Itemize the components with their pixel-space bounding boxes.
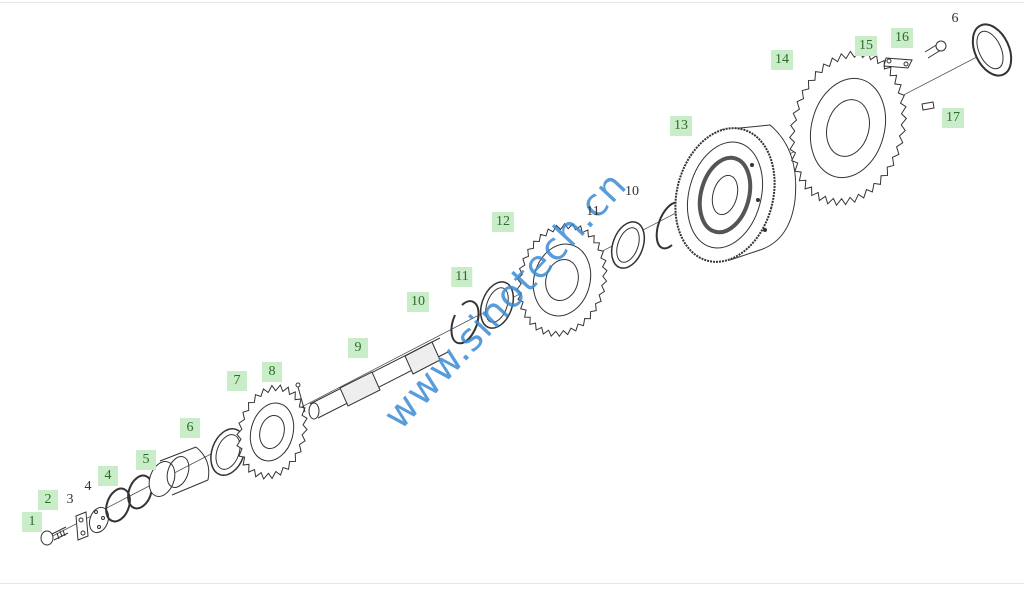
callout-4-plain: 4 bbox=[84, 479, 92, 494]
callout-15: 15 bbox=[855, 36, 877, 56]
part-13-clutch-drum bbox=[674, 124, 797, 263]
gear-hub bbox=[249, 402, 295, 462]
part-6-bearing-second bbox=[971, 23, 1013, 77]
callout-5: 5 bbox=[136, 450, 156, 470]
part-11-bearing bbox=[479, 281, 515, 329]
callout-17: 17 bbox=[942, 108, 964, 128]
part-11-bearing-second bbox=[610, 221, 646, 269]
gear-teeth bbox=[788, 49, 908, 207]
part-15-lock-plate bbox=[883, 57, 913, 69]
part-9-shaft bbox=[308, 337, 449, 420]
part-3-washer bbox=[88, 506, 110, 534]
callout-13: 13 bbox=[670, 116, 692, 136]
gear-teeth bbox=[236, 384, 308, 480]
callout-3: 3 bbox=[66, 492, 74, 507]
callout-16: 16 bbox=[891, 28, 913, 48]
gear-hub bbox=[532, 243, 592, 317]
part-6-bearing bbox=[210, 428, 246, 476]
part-4-shim-rings bbox=[105, 474, 153, 523]
callout-2: 2 bbox=[38, 490, 58, 510]
callout-7: 7 bbox=[227, 371, 247, 391]
gear-hub bbox=[545, 258, 579, 302]
part-10-snap-ring bbox=[450, 300, 480, 345]
part-14-gear bbox=[788, 49, 908, 207]
callout-12: 12 bbox=[492, 212, 514, 232]
callout-4: 4 bbox=[98, 466, 118, 486]
callout-10: 10 bbox=[407, 292, 429, 312]
callout-6-plain: 6 bbox=[951, 11, 959, 26]
part-5-sleeve bbox=[148, 446, 210, 497]
part-17-pin bbox=[921, 101, 935, 111]
part-16-bolt bbox=[924, 40, 947, 59]
callout-11-plain: 11 bbox=[586, 204, 600, 219]
callout-6: 6 bbox=[180, 418, 200, 438]
bottom-divider bbox=[0, 583, 1024, 584]
callout-14: 14 bbox=[771, 50, 793, 70]
gear-hub bbox=[826, 99, 870, 157]
gear-hub bbox=[809, 77, 887, 179]
gear-hub bbox=[259, 414, 285, 450]
callout-11: 11 bbox=[451, 267, 473, 287]
callout-1: 1 bbox=[22, 512, 42, 532]
top-divider bbox=[0, 2, 1024, 3]
callout-10-plain: 10 bbox=[625, 184, 639, 199]
part-7-gear bbox=[236, 384, 308, 480]
callout-9: 9 bbox=[348, 338, 368, 358]
part-12-gear bbox=[516, 222, 608, 338]
part-8-key bbox=[295, 382, 306, 413]
part-1-bolt bbox=[40, 526, 69, 546]
part-2-plate bbox=[75, 511, 89, 541]
gear-teeth bbox=[516, 222, 608, 338]
callout-8: 8 bbox=[262, 362, 282, 382]
